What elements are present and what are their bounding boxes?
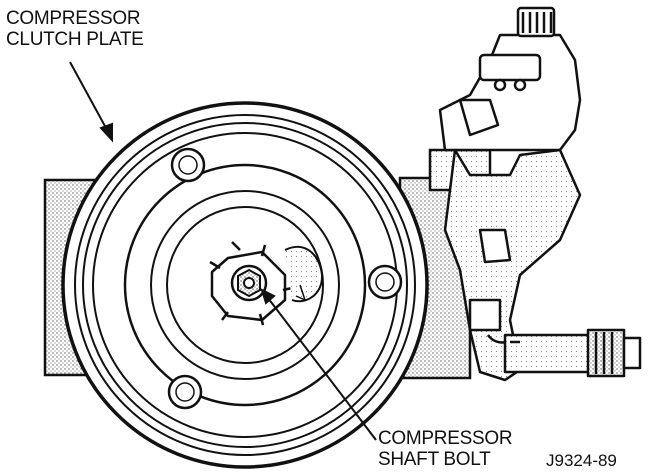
clutch-plate-rivets xyxy=(167,147,403,410)
leader-clutch-plate xyxy=(69,61,107,129)
leader-shaft-bolt xyxy=(267,297,377,441)
label-compressor-shaft-bolt: COMPRESSOR SHAFT BOLT xyxy=(378,428,513,470)
label-clutch-line-2: CLUTCH PLATE xyxy=(6,29,144,50)
manifold-housing xyxy=(438,6,582,382)
label-bolt-line-1: COMPRESSOR xyxy=(378,428,513,449)
leader-lines xyxy=(69,61,377,441)
label-bolt-line-2: SHAFT BOLT xyxy=(378,449,491,470)
label-clutch-line-1: COMPRESSOR xyxy=(6,8,141,29)
shaft-bolt xyxy=(230,264,268,302)
label-compressor-clutch-plate: COMPRESSOR CLUTCH PLATE xyxy=(6,8,144,50)
hose-fitting xyxy=(503,328,642,378)
arrowhead-shaft-bolt xyxy=(260,288,276,305)
figure-id: J9324-89 xyxy=(546,451,617,470)
arrowhead-clutch-plate xyxy=(99,122,113,143)
